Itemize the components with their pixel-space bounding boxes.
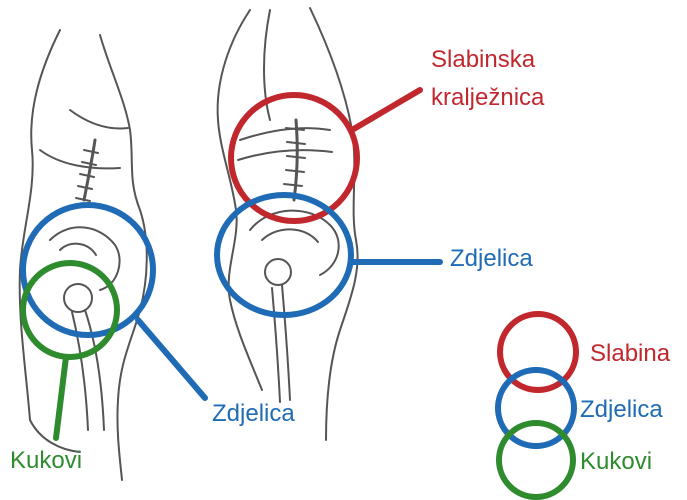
hips-leader-line	[56, 357, 66, 438]
legend-item-lumbar: Slabina	[590, 339, 670, 369]
left-body-sketch-icon	[20, 30, 147, 480]
pelvis-left-leader-line	[138, 320, 205, 398]
lumbar-label-line2: kralježnica	[431, 83, 544, 113]
legend-item-hips: Kukovi	[580, 447, 652, 477]
pelvis-right-label: Zdjelica	[450, 244, 533, 274]
legend-item-pelvis: Zdjelica	[580, 395, 663, 425]
hips-label: Kukovi	[10, 446, 82, 476]
right-body-sketch-icon	[218, 8, 358, 440]
lumbar-leader-line	[352, 90, 420, 130]
pelvis-left-label: Zdjelica	[212, 399, 295, 429]
lumbar-label-line1: Slabinska	[431, 45, 535, 75]
legend-hips-circle	[499, 423, 573, 497]
